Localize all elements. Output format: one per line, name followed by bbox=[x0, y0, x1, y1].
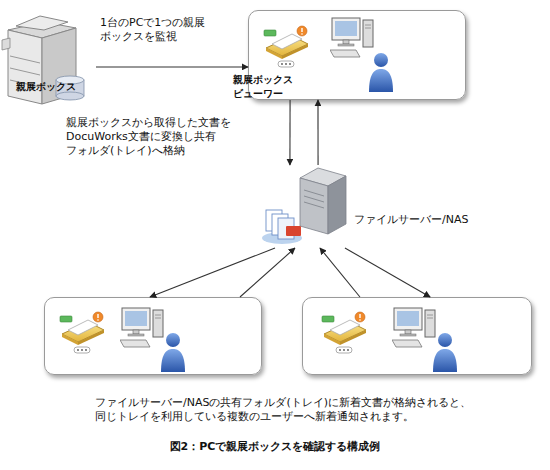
printer-feeder bbox=[16, 16, 68, 30]
server-slot bbox=[304, 202, 324, 208]
server-slot bbox=[304, 196, 324, 202]
docuworks-mark bbox=[286, 226, 301, 236]
server-side bbox=[328, 176, 346, 234]
storage-cylinder bbox=[56, 92, 84, 100]
tray-icon bbox=[264, 26, 308, 67]
connector-arrow bbox=[240, 248, 295, 297]
connector-arrow bbox=[345, 248, 430, 297]
connector-arrow bbox=[150, 248, 275, 297]
note-text: ファイルサーバー/NASの共有フォルダ(トレイ)に新着文書が格納されると、 同じ… bbox=[95, 396, 520, 424]
node-label: 親展ボックス bbox=[16, 80, 96, 94]
user-icon bbox=[433, 333, 457, 372]
figure-caption: 図2：PCで親展ボックスを確認する構成例 bbox=[0, 440, 550, 454]
user-icon bbox=[369, 53, 393, 92]
edge-label: 親展ボックスから取得した文書を DocuWorks文書に変換し共有 フォルダ(ト… bbox=[66, 116, 262, 158]
viewer-pc-box: 親展ボックス ビューワー bbox=[248, 10, 466, 100]
server-slot bbox=[304, 190, 324, 196]
connector-arrow bbox=[317, 100, 318, 165]
edge-label: 1台のPCで1つの親展 ボックスを監視 bbox=[100, 16, 232, 44]
file-server bbox=[300, 168, 346, 234]
node-label: 親展ボックス ビューワー bbox=[233, 73, 313, 101]
pc-icon bbox=[120, 308, 163, 347]
printer-node: 親展ボックス bbox=[4, 14, 96, 110]
docuworks-documents bbox=[262, 210, 302, 244]
server-front bbox=[300, 178, 328, 234]
user-pc-box bbox=[44, 297, 262, 375]
node-label: ファイルサーバー/NAS bbox=[354, 213, 484, 227]
connector-arrow bbox=[96, 66, 248, 67]
paper-tray-line bbox=[10, 56, 40, 63]
tray-icon bbox=[322, 312, 366, 353]
tray-icon bbox=[60, 312, 104, 353]
printer-front bbox=[8, 30, 42, 104]
file-server-node: ファイルサーバー/NAS bbox=[262, 165, 472, 248]
paper-tray-line bbox=[10, 68, 40, 75]
user-icon bbox=[161, 333, 185, 372]
user-pc-box bbox=[302, 297, 532, 375]
pc-icon bbox=[392, 308, 435, 347]
pc-icon bbox=[330, 18, 373, 57]
connector-arrow bbox=[320, 248, 360, 297]
connector-arrow bbox=[289, 100, 290, 165]
output-tray bbox=[2, 38, 10, 50]
